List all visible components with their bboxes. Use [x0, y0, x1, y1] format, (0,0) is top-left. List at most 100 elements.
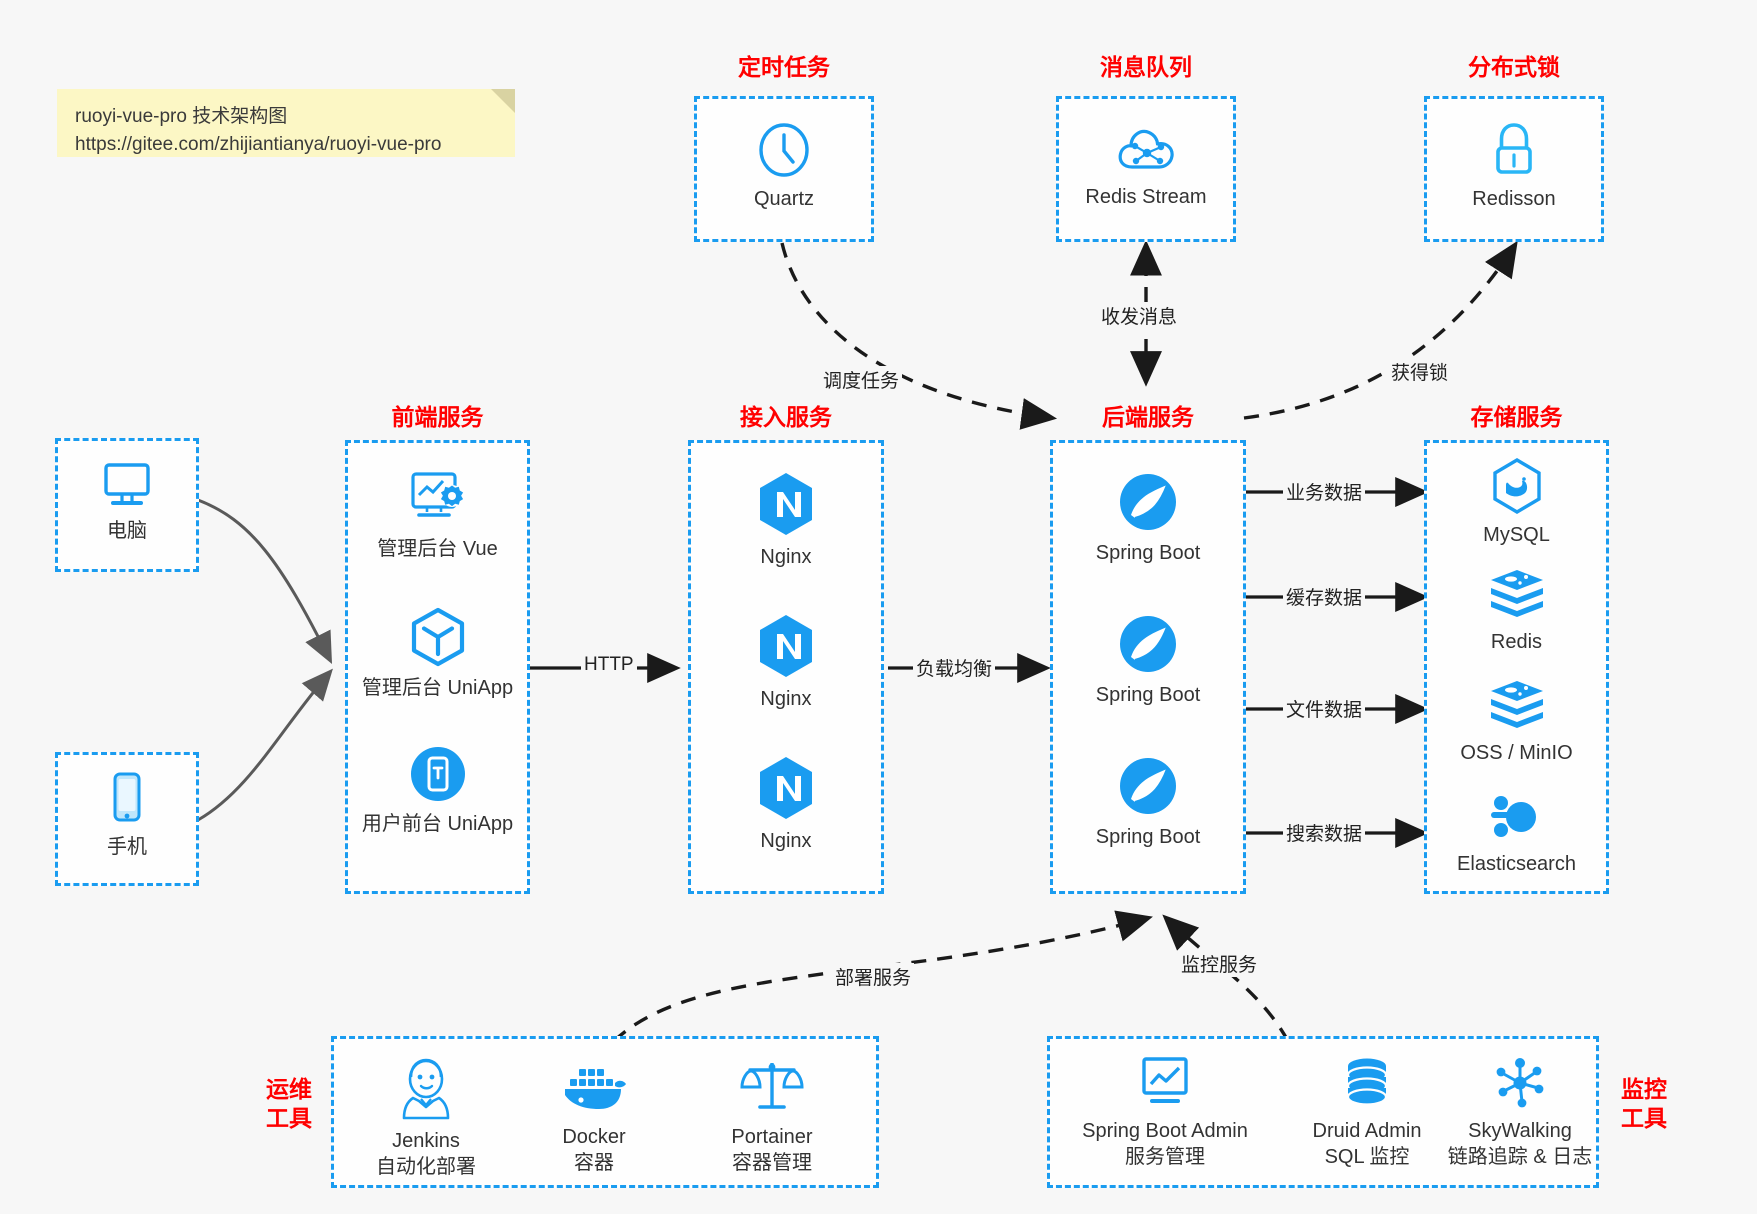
node-sublabel: 容器	[574, 1152, 614, 1174]
node-label: 手机	[107, 836, 147, 858]
node-oss-minio[interactable]: OSS / MinIO	[1427, 679, 1606, 766]
node-redis-stream[interactable]: Redis Stream	[1059, 121, 1233, 210]
nginx-icon	[760, 615, 812, 677]
ops-title-line1: 运维	[266, 1076, 312, 1102]
edge-label-load-balance: 负载均衡	[913, 654, 996, 681]
node-nginx-3[interactable]: Nginx	[691, 755, 881, 854]
node-label: SkyWalking	[1468, 1120, 1572, 1142]
node-label: 管理后台 UniApp	[361, 677, 514, 699]
group-title-backend: 后端服务	[1102, 404, 1194, 430]
nginx-icon	[760, 473, 812, 535]
phone-icon	[113, 772, 141, 822]
node-label: Spring Boot	[1095, 826, 1201, 848]
note-title: ruoyi-vue-pro 技术架构图	[75, 106, 288, 127]
node-portainer[interactable]: Portainer 容器管理	[682, 1057, 862, 1176]
node-mobile[interactable]: 手机	[58, 771, 196, 860]
jenkins-icon	[402, 1058, 450, 1120]
mysql-icon	[1492, 458, 1541, 514]
node-redisson[interactable]: Redisson	[1427, 121, 1601, 212]
node-admin-vue[interactable]: 管理后台 Vue	[348, 469, 527, 562]
node-label: Redis	[1490, 631, 1543, 653]
group-title-storage: 存储服务	[1470, 404, 1563, 430]
spring-boot-icon	[1120, 616, 1176, 672]
elasticsearch-icon	[1490, 796, 1536, 837]
node-druid-admin[interactable]: Druid Admin SQL 监控	[1282, 1055, 1452, 1170]
node-sublabel: 容器管理	[732, 1152, 812, 1174]
group-scheduled-task: Quartz	[694, 96, 874, 242]
group-title-ops-tools: 运维 工具	[258, 1075, 320, 1133]
note-fold-icon	[491, 89, 515, 113]
node-label: Redis Stream	[1085, 186, 1207, 208]
group-backend: Spring Boot Spring Boot Spring Boot	[1050, 440, 1246, 894]
group-ops-tools: Jenkins 自动化部署 Docker 容器	[331, 1036, 879, 1188]
docker-icon	[565, 1069, 626, 1109]
node-sublabel: 自动化部署	[376, 1156, 476, 1178]
node-admin-uniapp[interactable]: 管理后台 UniApp	[348, 606, 527, 701]
group-title-scheduled-task: 定时任务	[738, 54, 830, 80]
node-redis[interactable]: Redis	[1427, 568, 1606, 655]
cloud-stream-icon	[1118, 129, 1174, 169]
edge-label-acquire-lock: 获得锁	[1388, 358, 1452, 385]
edge-label-search-data: 搜索数据	[1283, 819, 1366, 846]
node-label: 用户前台 UniApp	[361, 813, 514, 835]
edge-label-send-receive-message: 收发消息	[1098, 302, 1181, 329]
node-docker[interactable]: Docker 容器	[514, 1057, 674, 1176]
mobile-app-icon	[410, 747, 465, 801]
node-label: MySQL	[1483, 524, 1550, 546]
group-message-queue: Redis Stream	[1056, 96, 1236, 242]
node-label: Druid Admin	[1312, 1120, 1422, 1142]
node-elasticsearch[interactable]: Elasticsearch	[1427, 790, 1606, 877]
database-icon	[1346, 1058, 1388, 1106]
edge-label-http: HTTP	[581, 654, 637, 676]
nginx-icon	[760, 757, 812, 819]
node-label: Spring Boot	[1095, 684, 1201, 706]
clock-icon	[759, 123, 809, 177]
group-title-monitor-tools: 监控 工具	[1613, 1075, 1675, 1133]
node-label: Spring Boot	[1095, 542, 1201, 564]
group-frontend: 管理后台 Vue 管理后台 UniApp 用户前台 UniApp	[345, 440, 530, 894]
node-quartz[interactable]: Quartz	[697, 121, 871, 212]
group-gateway: Nginx Nginx Nginx	[688, 440, 884, 894]
ops-title-line2: 工具	[266, 1104, 312, 1131]
node-skywalking[interactable]: SkyWalking 链路追踪 & 日志	[1444, 1055, 1596, 1170]
redis-icon	[1490, 570, 1543, 617]
node-nginx-2[interactable]: Nginx	[691, 613, 881, 712]
edge-label-file-data: 文件数据	[1283, 695, 1366, 722]
group-device-pc: 电脑	[55, 438, 199, 572]
node-spring-boot-2[interactable]: Spring Boot	[1053, 613, 1243, 708]
node-sublabel: SQL 监控	[1324, 1146, 1410, 1168]
group-device-mobile: 手机	[55, 752, 199, 886]
node-label: Elasticsearch	[1457, 853, 1576, 875]
node-label: Nginx	[760, 688, 812, 710]
node-label: Quartz	[753, 188, 815, 210]
node-user-uniapp[interactable]: 用户前台 UniApp	[348, 744, 527, 837]
monitor-title-line2: 工具	[1621, 1104, 1667, 1131]
node-pc[interactable]: 电脑	[58, 459, 196, 544]
chart-monitor-icon	[1142, 1057, 1188, 1103]
edge-label-cache-data: 缓存数据	[1283, 583, 1366, 610]
dashboard-icon	[410, 472, 463, 517]
node-sublabel: 链路追踪 & 日志	[1447, 1146, 1593, 1168]
group-title-distributed-lock: 分布式锁	[1468, 54, 1560, 80]
node-mysql[interactable]: MySQL	[1427, 457, 1606, 548]
diagram-note: ruoyi-vue-pro 技术架构图 https://gitee.com/zh…	[57, 89, 515, 157]
node-nginx-1[interactable]: Nginx	[691, 471, 881, 570]
desktop-icon	[104, 463, 150, 505]
node-jenkins[interactable]: Jenkins 自动化部署	[346, 1057, 506, 1180]
group-distributed-lock: Redisson	[1424, 96, 1604, 242]
edge-label-monitor-service: 监控服务	[1178, 950, 1261, 977]
node-spring-boot-3[interactable]: Spring Boot	[1053, 755, 1243, 850]
node-spring-boot-1[interactable]: Spring Boot	[1053, 471, 1243, 566]
spring-boot-icon	[1120, 758, 1176, 814]
node-label: Spring Boot Admin	[1082, 1120, 1248, 1142]
node-label: Portainer	[731, 1126, 813, 1148]
node-label: 电脑	[107, 520, 147, 542]
redis-icon	[1490, 681, 1543, 728]
group-storage: MySQL Redis OSS / MinIO	[1424, 440, 1609, 894]
edge-label-business-data: 业务数据	[1283, 478, 1366, 505]
node-label: Nginx	[760, 830, 812, 852]
lock-icon	[1496, 123, 1532, 174]
node-spring-boot-admin[interactable]: Spring Boot Admin 服务管理	[1056, 1055, 1274, 1170]
node-label: Docker	[562, 1126, 626, 1148]
